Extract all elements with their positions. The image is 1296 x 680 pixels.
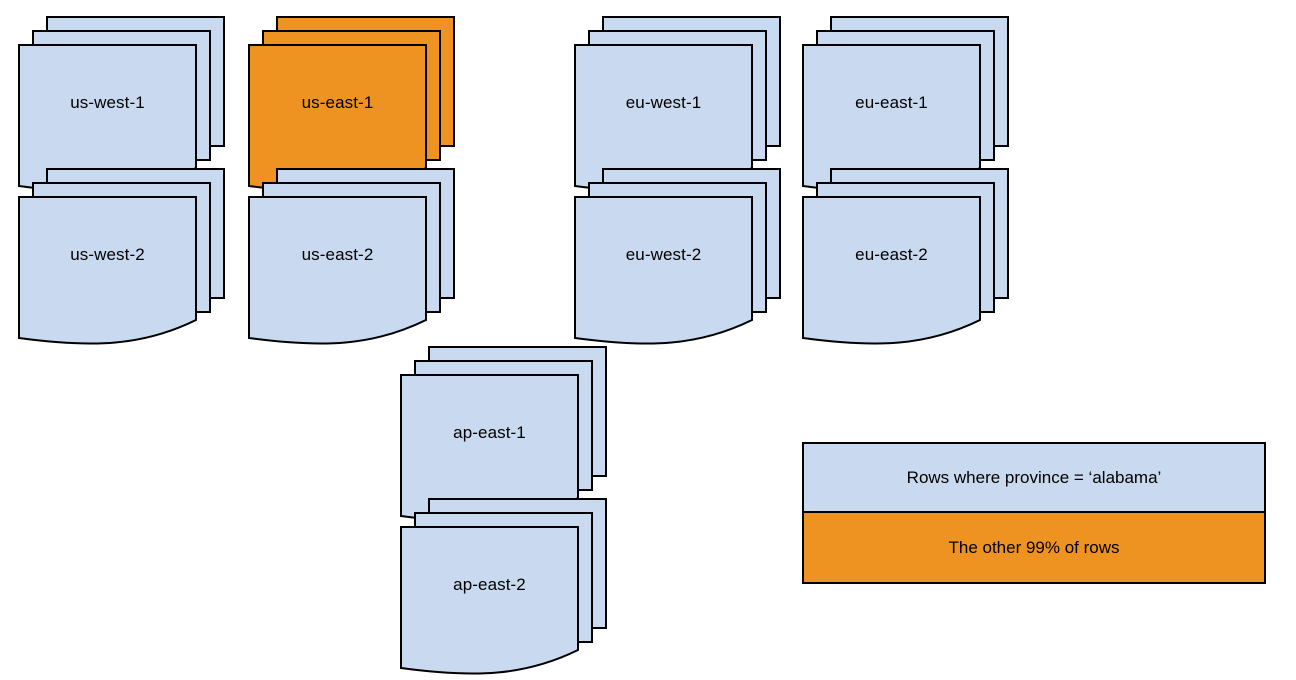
region-documents-eu-west-1 — [574, 16, 781, 193]
document-sheet-front-eu-west-2 — [574, 196, 753, 345]
region-stack-ap-east-2[interactable]: ap-east-2 — [382, 482, 607, 675]
document-sheet-front-us-west-2 — [18, 196, 197, 345]
region-documents-us-west-1 — [18, 16, 225, 193]
region-stack-us-west-2[interactable]: us-west-2 — [0, 152, 225, 345]
legend-label-rows-filtered: Rows where province = ‘alabama’ — [906, 467, 1162, 487]
region-documents-eu-east-1 — [802, 16, 1009, 193]
document-sheet-front-eu-east-2 — [802, 196, 981, 345]
legend: Rows where province = ‘alabama’ The othe… — [802, 442, 1266, 584]
document-sheet-front-ap-east-2 — [400, 526, 579, 675]
region-stack-us-east-1[interactable]: us-east-1 — [230, 0, 455, 193]
region-stack-eu-west-1[interactable]: eu-west-1 — [556, 0, 781, 193]
region-documents-us-east-1 — [248, 16, 455, 193]
region-stack-eu-east-2[interactable]: eu-east-2 — [784, 152, 1009, 345]
region-stack-us-west-1[interactable]: us-west-1 — [0, 0, 225, 193]
region-documents-eu-west-2 — [574, 168, 781, 345]
legend-label-rows-other: The other 99% of rows — [948, 537, 1120, 557]
region-stack-us-east-2[interactable]: us-east-2 — [230, 152, 455, 345]
legend-row-rows-filtered: Rows where province = ‘alabama’ — [804, 444, 1264, 513]
region-documents-eu-east-2 — [802, 168, 1009, 345]
document-sheet-front-us-east-2 — [248, 196, 427, 345]
legend-row-rows-other: The other 99% of rows — [804, 513, 1264, 582]
region-documents-us-east-2 — [248, 168, 455, 345]
region-documents-us-west-2 — [18, 168, 225, 345]
region-documents-ap-east-2 — [400, 498, 607, 675]
region-stack-eu-west-2[interactable]: eu-west-2 — [556, 152, 781, 345]
